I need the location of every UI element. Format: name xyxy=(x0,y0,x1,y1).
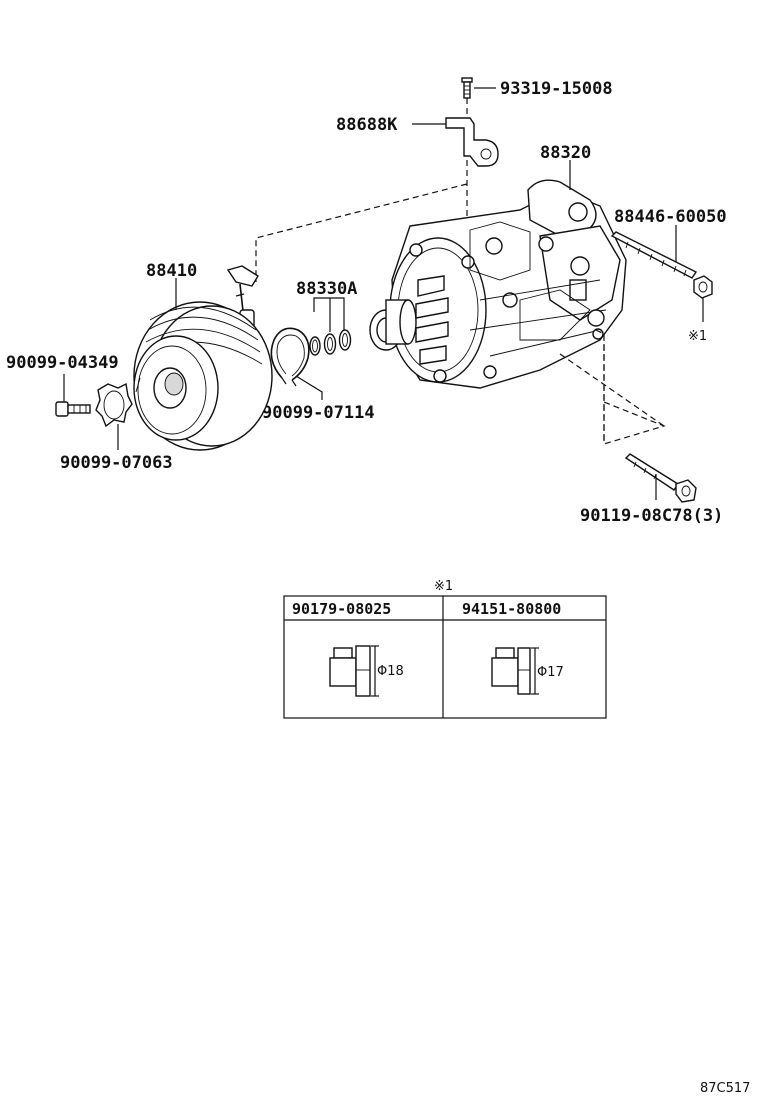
dash-bracket-coil xyxy=(255,183,468,282)
ref-table xyxy=(283,595,607,719)
table-ref-mark: ※1 xyxy=(434,579,453,594)
snap-ring-90099-07114[interactable] xyxy=(270,327,310,387)
bolt-90099-04349[interactable] xyxy=(55,401,91,417)
pulley-88410[interactable] xyxy=(133,301,273,451)
stud-88446[interactable] xyxy=(610,231,698,279)
label-88410: 88410 xyxy=(146,261,197,281)
label-nut-ref: ※1 xyxy=(688,329,707,344)
nut-ref-1[interactable] xyxy=(693,275,713,299)
dim-phi17: Φ17 xyxy=(537,665,564,680)
bolt-90119-08c78[interactable] xyxy=(624,453,697,503)
leader-90099-07114 xyxy=(295,375,323,400)
diagram-code: 87C517 xyxy=(700,1081,750,1096)
label-90119: 90119-08C78(3) xyxy=(580,506,723,526)
table-col1-part: 90179-08025 xyxy=(292,600,391,618)
label-88330a: 88330A xyxy=(296,279,357,299)
label-88688k: 88688K xyxy=(336,115,398,135)
label-90099-07114: 90099-07114 xyxy=(262,403,375,423)
table-col2-part: 94151-80800 xyxy=(462,600,561,618)
dash-mount-diag xyxy=(559,353,665,427)
shim-90099-07063[interactable] xyxy=(95,382,133,428)
o-rings-88330a[interactable] xyxy=(309,329,352,356)
leader-88330a xyxy=(313,297,345,330)
bracket-88688k[interactable] xyxy=(445,117,499,167)
label-88446: 88446-60050 xyxy=(614,207,727,227)
dim-phi18: Φ18 xyxy=(377,664,404,679)
label-93319: 93319-15008 xyxy=(500,79,613,99)
dash-mount-box xyxy=(595,329,666,445)
label-90099-04349: 90099-04349 xyxy=(6,353,119,373)
screw-93319[interactable] xyxy=(461,77,473,99)
label-88320: 88320 xyxy=(540,143,591,163)
nut-94151-80800[interactable] xyxy=(491,647,539,695)
nut-90179-08025[interactable] xyxy=(329,645,379,697)
compressor-88320[interactable] xyxy=(369,179,627,389)
label-90099-07063: 90099-07063 xyxy=(60,453,173,473)
